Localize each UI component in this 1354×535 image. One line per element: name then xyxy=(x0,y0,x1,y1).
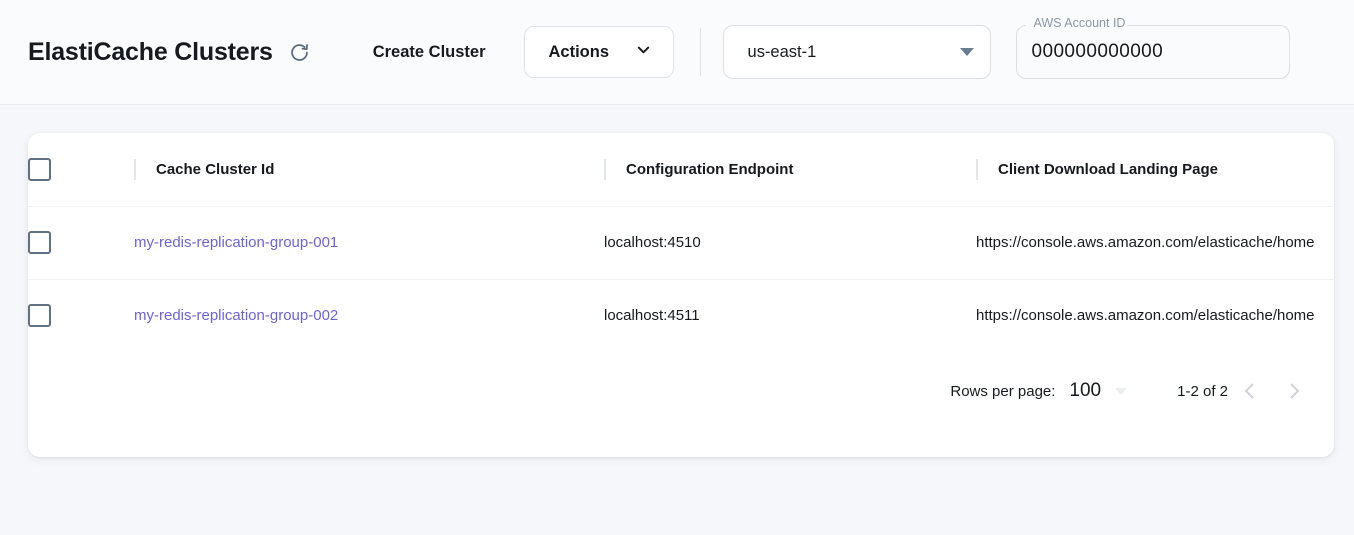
row-select-cell xyxy=(28,279,134,352)
app-header: ElastiCache Clusters Create Cluster Acti… xyxy=(0,0,1354,105)
chevron-down-icon xyxy=(634,40,653,64)
table-head: Cache Cluster Id Configuration Endpoint … xyxy=(28,133,1334,206)
rows-per-page-select[interactable]: 100 xyxy=(1069,380,1128,402)
row-checkbox[interactable] xyxy=(28,231,51,254)
cell-configuration-endpoint: localhost:4510 xyxy=(604,234,701,251)
region-select[interactable]: us-east-1 xyxy=(722,25,991,79)
aws-account-id-label: AWS Account ID xyxy=(1033,16,1126,30)
cell-configuration-endpoint: localhost:4511 xyxy=(604,307,700,325)
table-body: my-redis-replication-group-001 localhost… xyxy=(28,206,1334,352)
aws-account-id-value: 000000000000 xyxy=(1031,41,1164,62)
pagination-range-label: 1-2 of 2 xyxy=(1177,382,1228,400)
table-row[interactable]: my-redis-replication-group-002 localhost… xyxy=(28,279,1334,352)
column-header-label: Cache Cluster Id xyxy=(156,160,275,178)
aws-account-id-field[interactable]: AWS Account ID AWS Account ID 0000000000… xyxy=(1015,16,1290,79)
column-divider-icon xyxy=(134,158,136,180)
rows-per-page-value: 100 xyxy=(1069,380,1102,401)
page-title: ElastiCache Clusters xyxy=(28,37,273,66)
table-pagination: Rows per page: 100 1-2 of 2 xyxy=(28,352,1334,430)
table-header-row: Cache Cluster Id Configuration Endpoint … xyxy=(28,133,1334,206)
column-header-configuration-endpoint[interactable]: Configuration Endpoint xyxy=(604,133,976,206)
cell-client-download-landing-page: https://console.aws.amazon.com/elasticac… xyxy=(976,234,1315,251)
select-all-cell xyxy=(28,133,134,206)
rows-per-page-label: Rows per page: xyxy=(950,382,1056,400)
header-divider xyxy=(699,28,701,76)
create-cluster-button[interactable]: Create Cluster xyxy=(369,35,490,70)
region-select-value: us-east-1 xyxy=(747,42,817,61)
next-page-button[interactable] xyxy=(1272,369,1316,413)
cell-client-download-landing-page: https://console.aws.amazon.com/elasticac… xyxy=(976,307,1315,325)
clusters-card: Cache Cluster Id Configuration Endpoint … xyxy=(28,133,1334,457)
select-all-checkbox[interactable] xyxy=(28,157,51,181)
column-divider-icon xyxy=(976,158,978,180)
table-row[interactable]: my-redis-replication-group-001 localhost… xyxy=(28,206,1334,279)
cell-cache-cluster-id: my-redis-replication-group-002 xyxy=(134,279,604,352)
triangle-down-icon xyxy=(1115,387,1128,395)
actions-button[interactable]: Actions xyxy=(523,26,674,78)
column-header-cache-cluster-id[interactable]: Cache Cluster Id xyxy=(134,133,604,206)
column-header-label: Client Download Landing Page xyxy=(998,160,1219,178)
title-group: ElastiCache Clusters xyxy=(28,38,313,67)
row-select-cell xyxy=(28,206,134,279)
column-divider-icon xyxy=(604,158,606,180)
cluster-link[interactable]: my-redis-replication-group-002 xyxy=(134,307,339,325)
actions-button-label: Actions xyxy=(548,42,610,61)
cluster-link[interactable]: my-redis-replication-group-001 xyxy=(134,234,339,251)
refresh-icon[interactable] xyxy=(287,39,313,65)
triangle-down-icon xyxy=(959,48,974,56)
previous-page-button[interactable] xyxy=(1228,369,1272,413)
content-area: Cache Cluster Id Configuration Endpoint … xyxy=(0,105,1354,535)
cell-cache-cluster-id: my-redis-replication-group-001 xyxy=(134,206,604,279)
clusters-table: Cache Cluster Id Configuration Endpoint … xyxy=(28,133,1334,352)
row-checkbox[interactable] xyxy=(28,304,51,328)
column-header-label: Configuration Endpoint xyxy=(626,160,794,178)
column-header-client-download-landing-page[interactable]: Client Download Landing Page xyxy=(976,133,1334,206)
